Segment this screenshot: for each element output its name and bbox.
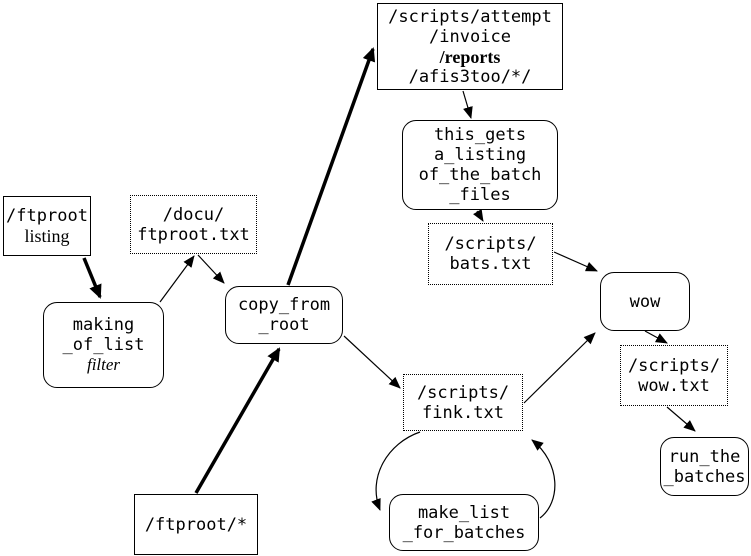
node-label-line: /ftproot: [6, 206, 88, 226]
edge-ftproot-listing-to-making: [82, 257, 102, 299]
node-label-line: _batches: [663, 466, 746, 487]
node-label-line: of_the_batch: [418, 165, 542, 185]
node-label-line: _root: [258, 315, 310, 335]
node-making-of-list: making _of_list filter: [43, 302, 164, 388]
node-ftproot-listing: /ftproot listing: [3, 196, 91, 256]
node-this-gets-a-listing: this_gets a_listing of_the_batch _files: [402, 120, 558, 210]
edge-make-list-to-fink: [531, 439, 556, 519]
node-label-line: this_gets: [433, 125, 527, 145]
edge-ftproot-star-to-copy: [194, 347, 281, 494]
node-label-line: _files: [449, 185, 511, 205]
node-docu-ftproot-txt: /docu/ ftproot.txt: [130, 195, 257, 254]
edge-bats-to-wow: [553, 251, 598, 272]
node-label-line: wow: [629, 291, 661, 312]
node-label-line: ftproot.txt: [137, 224, 250, 245]
node-label-line: copy_from: [237, 295, 331, 315]
node-label-line: /scripts/: [416, 382, 510, 403]
node-label-line: make_list: [417, 502, 511, 523]
edge-this-gets-to-bats: [473, 208, 484, 222]
node-label-line: /scripts/attempt: [388, 6, 552, 27]
node-copy-from-root: copy_from _root: [225, 286, 343, 344]
node-label-line: a_listing: [433, 145, 527, 165]
node-scripts-fink-txt: /scripts/ fink.txt: [403, 374, 523, 431]
node-scripts-attempt: /scripts/attempt /invoice /reports /afis…: [377, 3, 563, 90]
node-ftproot-star: /ftproot/*: [134, 494, 258, 555]
edge-wow-txt-to-run-the: [666, 406, 696, 432]
edge-copy-to-attempt: [286, 47, 376, 286]
node-label-line: /scripts/: [444, 234, 537, 254]
node-wow: wow: [600, 272, 690, 331]
node-label-line: run_the: [668, 446, 741, 467]
node-label-line: /scripts/: [627, 355, 721, 376]
node-label-line: /ftproot/*: [144, 514, 248, 535]
edge-wow-to-wow-txt: [644, 330, 668, 344]
edge-attempt-to-this-gets: [462, 90, 473, 119]
node-label-line: /afis3too/*/: [408, 66, 532, 87]
node-label-line: /docu/: [162, 204, 225, 225]
edge-making-to-docu: [159, 255, 195, 303]
node-run-the-batches: run_the _batches: [660, 437, 749, 496]
node-make-list-for-batches: make_list _for_batches: [389, 494, 539, 551]
node-scripts-wow-txt: /scripts/ wow.txt: [620, 345, 728, 406]
node-label-line: making: [72, 315, 135, 335]
edge-fink-to-wow: [523, 332, 596, 404]
edge-docu-to-copy: [197, 254, 225, 284]
node-label-line: bats.txt: [449, 254, 532, 274]
edge-fink-to-make-list: [371, 431, 421, 511]
node-label-line: _for_batches: [402, 522, 526, 543]
node-label-line: fink.txt: [422, 402, 504, 423]
node-label-line: wow.txt: [638, 375, 710, 396]
node-label-line: /reports: [439, 46, 501, 67]
node-label-line: /invoice: [429, 26, 511, 47]
node-scripts-bats-txt: /scripts/ bats.txt: [428, 223, 553, 285]
node-label-line: _of_list: [62, 335, 145, 355]
node-label-line: filter: [86, 355, 121, 374]
node-label-line: listing: [24, 226, 70, 246]
edge-copy-to-fink: [343, 335, 401, 389]
